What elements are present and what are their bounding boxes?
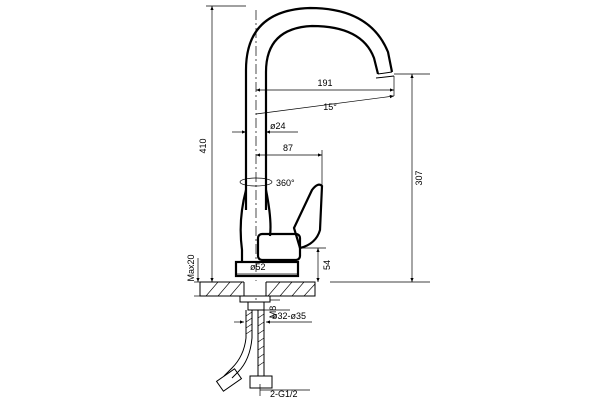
label-mount-thread: M8 <box>268 306 278 319</box>
label-rotation: 360° <box>276 178 295 188</box>
dim-spout-angle: 15° <box>255 94 395 115</box>
dim-rotation: 360° <box>239 177 295 188</box>
dim-mount-thread: M8 <box>264 306 290 319</box>
label-base-diameter: ø52 <box>250 262 266 272</box>
dim-inlet-thread: 2-G1/2 <box>259 384 310 399</box>
faucet-body <box>234 6 395 300</box>
lever-handle <box>292 183 324 250</box>
label-spout-angle: 15° <box>323 102 337 112</box>
dim-spout-reach: 191 <box>256 76 395 96</box>
mounting-assembly <box>215 295 280 392</box>
faucet-base <box>234 260 300 278</box>
label-handle-height: 54 <box>322 260 332 270</box>
dim-handle-height: 54 <box>300 247 332 282</box>
label-spout-diameter: ø24 <box>270 121 286 131</box>
label-spout-height: 307 <box>414 170 424 185</box>
label-inlet-thread: 2-G1/2 <box>270 389 298 399</box>
spout-outer <box>244 6 394 210</box>
label-total-height: 410 <box>198 138 208 153</box>
hose-left <box>223 310 247 377</box>
dim-base-diameter: ø52 <box>236 262 298 275</box>
spout-inner <box>264 24 380 210</box>
handle-hub <box>256 232 302 262</box>
fitting-left <box>215 368 243 392</box>
dim-max-deck: Max20 <box>186 254 204 297</box>
label-hole-diameter: ø32-ø35 <box>272 311 306 321</box>
dim-spout-diameter: ø24 <box>232 121 298 134</box>
counter-deck <box>199 281 316 297</box>
label-handle-reach: 87 <box>283 143 293 153</box>
spout-tip <box>375 71 395 79</box>
fitting-right <box>249 375 273 389</box>
dim-handle-reach: 87 <box>256 143 323 186</box>
label-max-deck: Max20 <box>186 254 196 281</box>
label-spout-reach: 191 <box>317 78 332 88</box>
dim-spout-height: 307 <box>330 73 430 283</box>
dim-total-height: 410 <box>198 5 246 282</box>
dim-hole-diameter: ø32-ø35 <box>234 311 312 324</box>
